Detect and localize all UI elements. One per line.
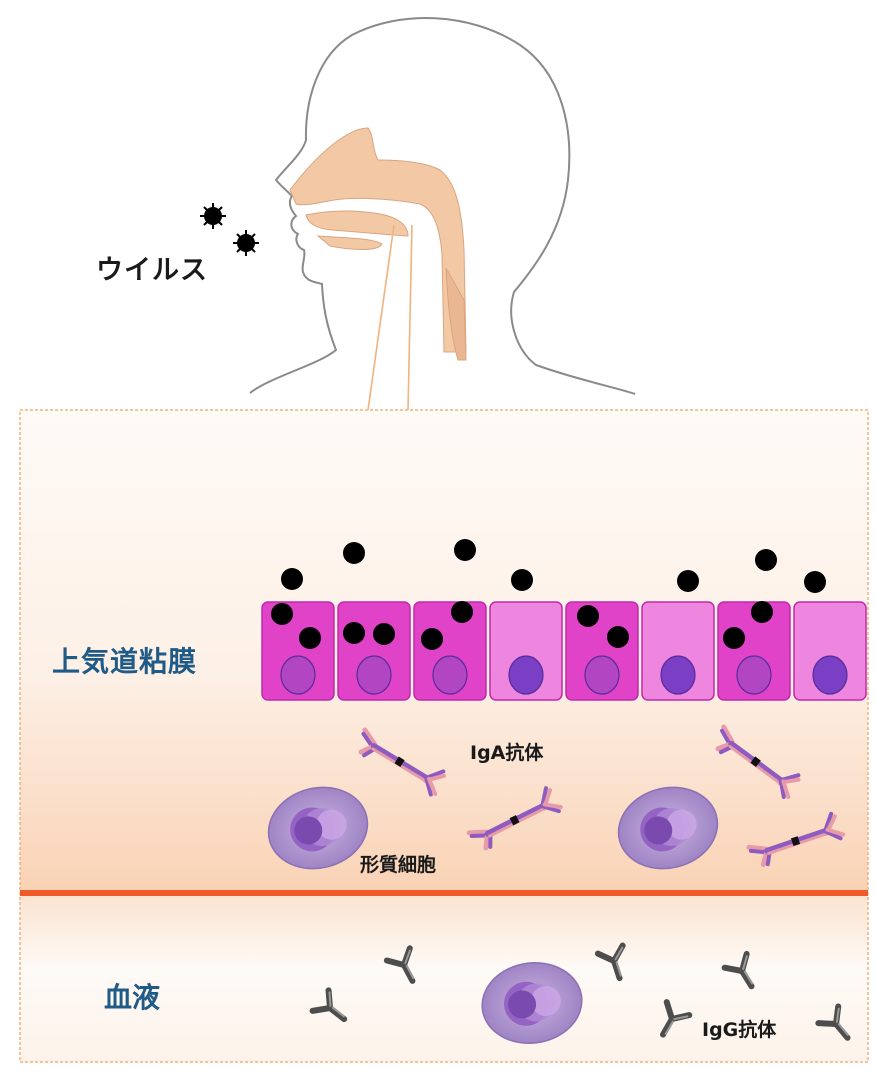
cell-nucleus (433, 656, 467, 694)
epithelial-cell (642, 602, 714, 700)
virus-label: ウイルス (96, 248, 208, 287)
epithelial-cell (490, 602, 562, 700)
internal-virus (343, 622, 365, 644)
upper-airway-mucosa-label: 上気道粘膜 (52, 640, 197, 680)
zoom-lines (368, 225, 412, 410)
airborne-virus (200, 203, 259, 256)
iga-antibody-label: IgA抗体 (470, 738, 543, 765)
infected-epithelial-cell (566, 602, 638, 700)
blood-label: 血液 (104, 976, 160, 1016)
internal-virus (751, 601, 773, 623)
internal-virus (299, 627, 321, 649)
igg-antibody-label: IgG抗体 (702, 1015, 776, 1042)
cell-nucleus (509, 656, 543, 694)
airway (290, 128, 466, 360)
plasma-cell-label: 形質細胞 (360, 850, 436, 877)
cell-nucleus (813, 656, 847, 694)
cell-nucleus (281, 656, 315, 694)
internal-virus (607, 626, 629, 648)
internal-virus (451, 601, 473, 623)
internal-virus (577, 605, 599, 627)
internal-virus (271, 603, 293, 625)
membrane-line (20, 890, 868, 896)
infected-epithelial-cell (718, 601, 790, 700)
infected-epithelial-cell (414, 601, 486, 700)
internal-virus (373, 623, 395, 645)
internal-virus (723, 627, 745, 649)
internal-virus (421, 628, 443, 650)
cell-nucleus (737, 656, 771, 694)
cell-nucleus (585, 656, 619, 694)
cell-nucleus (661, 656, 695, 694)
infected-epithelial-cell (262, 602, 334, 700)
infected-epithelial-cell (338, 602, 410, 700)
epithelial-cell (794, 602, 866, 700)
cell-nucleus (357, 656, 391, 694)
